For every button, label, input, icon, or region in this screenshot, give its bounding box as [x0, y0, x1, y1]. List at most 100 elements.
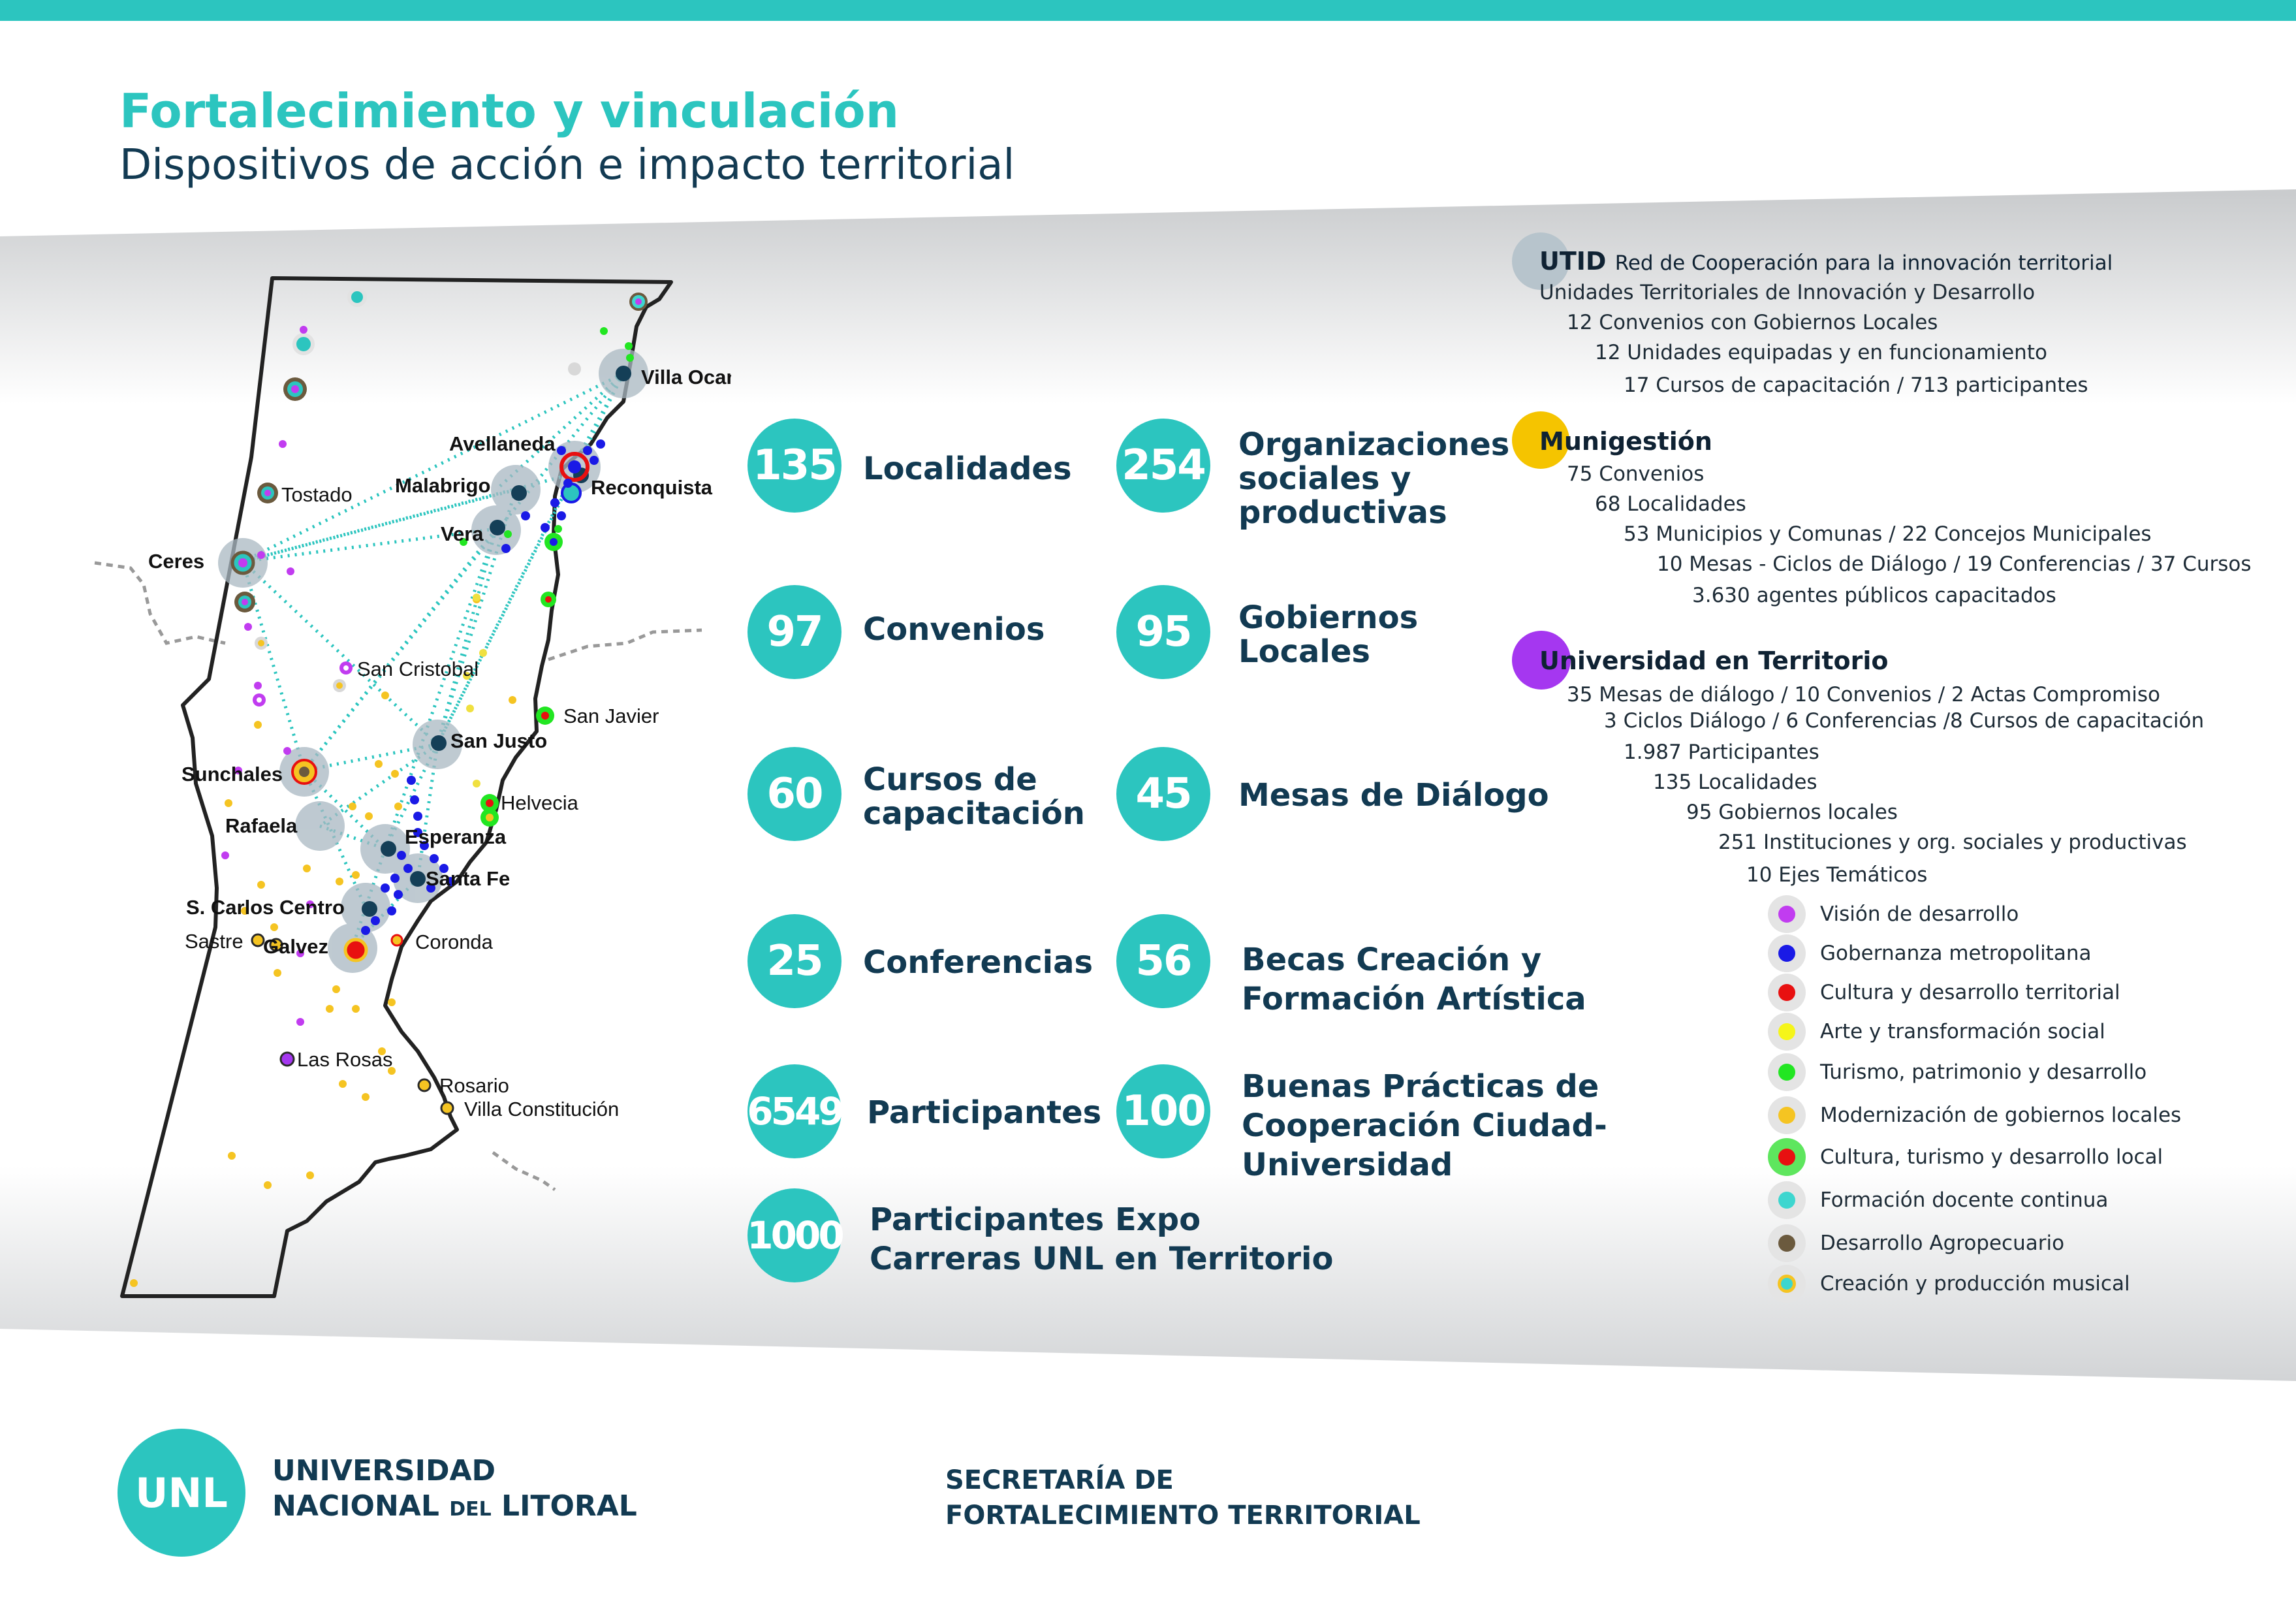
- legend-label: Formación docente continua: [1820, 1188, 2109, 1212]
- legend-item: Gobernanza metropolitana: [1768, 934, 2091, 973]
- stat-label-participantes: Participantes: [867, 1094, 1102, 1131]
- legend-swatch: [1768, 895, 1806, 933]
- secretaria-line-1: SECRETARÍA DE: [945, 1465, 1174, 1495]
- legend-item: Arte y transformación social: [1768, 1012, 2105, 1051]
- stat-circle-becas: 56: [1116, 914, 1210, 1008]
- stat-label-mesas: Mesas de Diálogo: [1238, 777, 1549, 814]
- stat-label-organizaciones: Organizaciones sociales y productivas: [1238, 426, 1510, 531]
- utid-disc: [1512, 232, 1569, 290]
- utid-line: 12 Convenios con Gobiernos Locales: [1567, 311, 1938, 334]
- secretaria-line-2: FORTALECIMIENTO TERRITORIAL: [945, 1501, 1421, 1531]
- secretaria-name: SECRETARÍA DE FORTALECIMIENTO TERRITORIA…: [945, 1463, 1421, 1533]
- munigestion-line: 68 Localidades: [1595, 492, 1746, 516]
- utid-line: 12 Unidades equipadas y en funcionamient…: [1595, 341, 2047, 364]
- utid-line: 17 Cursos de capacitación / 713 particip…: [1624, 373, 2088, 397]
- stat-label-becas: Becas Creación y Formación Artística: [1242, 942, 1586, 1017]
- munigestion-title: Munigestión: [1539, 427, 1712, 456]
- scatter-dots: [130, 326, 634, 1287]
- legend-swatch: [1768, 934, 1806, 972]
- map-label-helvecia: Helvecia: [501, 791, 579, 814]
- neighbor-border: [548, 628, 702, 661]
- map-label-villa-constitucion: Villa Constitución: [464, 1098, 619, 1120]
- legend-label: Modernización de gobiernos locales: [1820, 1104, 2182, 1127]
- utid-title-rest: Red de Cooperación para la innovación te…: [1614, 251, 2113, 275]
- stat-circle-cursos: 60: [747, 747, 841, 841]
- stat-circle-participantes: 6549: [747, 1064, 845, 1158]
- munigestion-disc: [1512, 411, 1569, 469]
- neighbor-border: [492, 1151, 556, 1192]
- university-name: UNIVERSIDAD NACIONAL DEL LITORAL: [272, 1453, 637, 1527]
- legend-swatch: [1768, 1138, 1806, 1176]
- legend-label: Cultura y desarrollo territorial: [1820, 981, 2120, 1004]
- map-label-san-justo: San Justo: [450, 729, 547, 752]
- province-outline: [120, 276, 673, 1298]
- stat-label-gobiernos: Gobiernos Locales: [1238, 599, 1419, 670]
- munigestion-line: 3.630 agentes públicos capacitados: [1692, 584, 2056, 607]
- page-title: Fortalecimiento y vinculación: [119, 84, 900, 138]
- map-label-malabrigo: Malabrigo: [395, 474, 490, 497]
- munigestion-line: 10 Mesas - Ciclos de Diálogo / 19 Confer…: [1657, 552, 2252, 576]
- stat-circle-gobiernos: 95: [1116, 585, 1210, 679]
- stat-circle-convenios: 97: [747, 585, 841, 679]
- legend-swatch: [1768, 1096, 1806, 1134]
- map-label-s-carlos-centro: S. Carlos Centro: [186, 896, 345, 919]
- map-label-san-cristobal: San Cristobal: [357, 658, 479, 680]
- map-label-esperanza: Esperanza: [405, 825, 507, 848]
- legend-swatch: [1768, 974, 1806, 1011]
- universidad-line: 1.987 Participantes: [1624, 740, 1819, 764]
- unl-logo: UNL: [118, 1429, 245, 1557]
- map-label-rafaela: Rafaela: [225, 814, 298, 837]
- stat-circle-buenas-practicas: 100: [1116, 1064, 1210, 1158]
- stat-circle-expo: 1000: [747, 1188, 845, 1282]
- map-label-reconquista: Reconquista: [591, 476, 713, 499]
- legend-swatch: [1768, 1265, 1806, 1303]
- legend-item: Turismo, patrimonio y desarrollo: [1768, 1053, 2147, 1092]
- utid-title-main: UTID: [1539, 247, 1607, 276]
- map-label-villa-ocampo: Villa Ocampo: [641, 366, 731, 389]
- legend-label: Turismo, patrimonio y desarrollo: [1820, 1060, 2147, 1084]
- stat-circle-mesas: 45: [1116, 747, 1210, 841]
- map-label-las-rosas: Las Rosas: [297, 1048, 392, 1071]
- map-label-coronda: Coronda: [415, 930, 494, 953]
- stat-circle-conferencias: 25: [747, 914, 841, 1008]
- utid-title: UTID Red de Cooperación para la innovaci…: [1539, 247, 2113, 276]
- legend-item: Visión de desarrollo: [1768, 895, 2019, 934]
- map-label-rosario: Rosario: [439, 1074, 509, 1097]
- legend-item: Cultura, turismo y desarrollo local: [1768, 1137, 2163, 1177]
- legend-label: Arte y transformación social: [1820, 1020, 2105, 1043]
- legend-item: Modernización de gobiernos locales: [1768, 1096, 2181, 1135]
- legend-item: Formación docente continua: [1768, 1181, 2108, 1220]
- map-label-ceres: Ceres: [148, 550, 204, 573]
- top-accent-bar: [0, 0, 2296, 21]
- legend-item: Cultura y desarrollo territorial: [1768, 973, 2120, 1012]
- universidad-line: 35 Mesas de diálogo / 10 Convenios / 2 A…: [1567, 683, 2160, 707]
- university-line-2: NACIONAL DEL LITORAL: [272, 1489, 637, 1527]
- stat-circle-localidades: 135: [747, 419, 841, 513]
- page-subtitle: Dispositivos de acción e impacto territo…: [119, 141, 1015, 189]
- map-label-galvez: Galvez: [263, 935, 328, 958]
- university-del: DEL: [449, 1498, 492, 1521]
- neighbor-border: [94, 561, 226, 645]
- legend-swatch: [1768, 1053, 1806, 1091]
- munigestion-line: 53 Municipios y Comunas / 22 Concejos Mu…: [1624, 522, 2152, 546]
- legend-item: Desarrollo Agropecuario: [1768, 1224, 2064, 1263]
- munigestion-line: 75 Convenios: [1567, 462, 1705, 486]
- map-label-sunchales: Sunchales: [181, 763, 283, 786]
- map-label-tostado: Tostado: [281, 483, 353, 506]
- university-line-1: UNIVERSIDAD: [272, 1454, 496, 1487]
- map-label-vera: Vera: [441, 522, 484, 545]
- legend-swatch: [1768, 1013, 1806, 1051]
- stat-label-buenas-practicas: Buenas Prácticas de Cooperación Ciudad-U…: [1242, 1068, 1607, 1183]
- legend-label: Visión de desarrollo: [1820, 902, 2019, 926]
- map-label-san-javier: San Javier: [563, 705, 659, 727]
- university-litoral: LITORAL: [501, 1489, 637, 1523]
- universidad-title: Universidad en Territorio: [1539, 646, 1889, 675]
- university-nacional: NACIONAL: [272, 1489, 439, 1523]
- map-label-santa-fe: Santa Fe: [426, 867, 510, 890]
- ring-markers: [230, 287, 648, 962]
- universidad-line: 135 Localidades: [1653, 770, 1817, 794]
- province-map: Villa Ocampo Avellaneda Reconquista Mala…: [94, 276, 731, 1298]
- universidad-line: 3 Ciclos Diálogo / 6 Conferencias /8 Cur…: [1604, 709, 2205, 733]
- stat-label-convenios: Convenios: [863, 611, 1045, 648]
- legend-label: Gobernanza metropolitana: [1820, 942, 2092, 965]
